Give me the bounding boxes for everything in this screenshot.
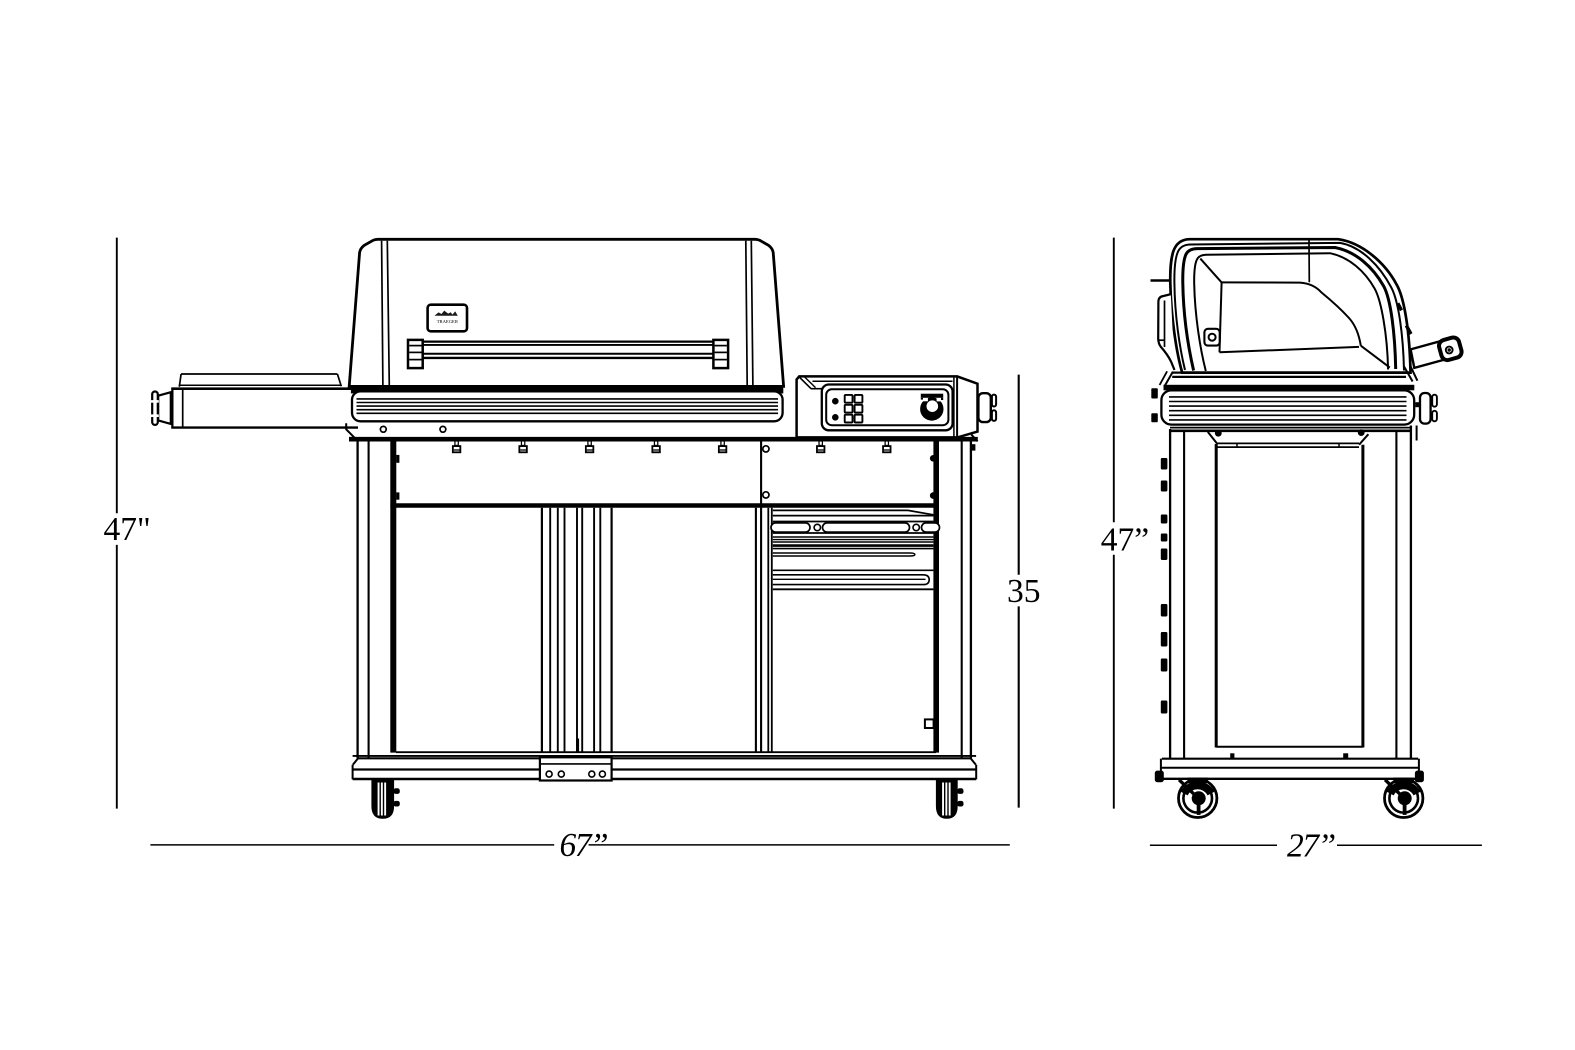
svg-text:27”: 27”: [1287, 827, 1335, 864]
svg-text:35: 35: [1007, 573, 1041, 610]
svg-text:47": 47": [104, 511, 151, 548]
svg-text:67”: 67”: [560, 827, 608, 864]
svg-text:TRAEGER: TRAEGER: [437, 319, 459, 324]
svg-text:47”: 47”: [1101, 521, 1149, 558]
